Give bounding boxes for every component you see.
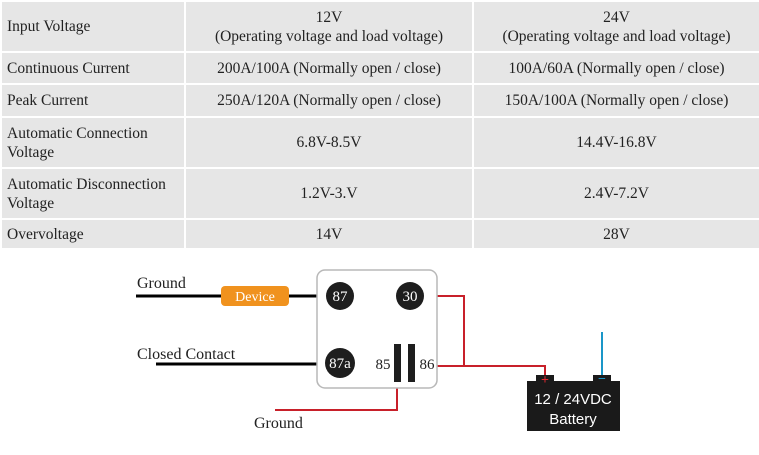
ground-top-label: Ground: [137, 275, 186, 292]
pin-87: [326, 282, 354, 310]
pin-30-label: 30: [403, 289, 418, 305]
cell-24v: 2.4V-7.2V: [472, 167, 759, 220]
device-label: Device: [235, 290, 275, 305]
spec-table: Input Voltage 12V(Operating voltage and …: [0, 0, 759, 250]
cell-24v: 100A/60A (Normally open / close): [472, 51, 759, 85]
coil-right: [408, 344, 415, 382]
ground-bottom-label: Ground: [254, 415, 303, 432]
pin-87a-label: 87a: [329, 356, 351, 372]
table-row: Input Voltage 12V(Operating voltage and …: [0, 0, 759, 53]
battery-plus-sign: +: [541, 373, 549, 388]
row-label: Overvoltage: [0, 218, 186, 250]
pin-85-label: 85: [376, 357, 391, 373]
cell-24v: 150A/100A (Normally open / close): [472, 83, 759, 118]
table-row: Peak Current 250A/120A (Normally open / …: [0, 83, 759, 118]
table-row: Continuous Current 200A/100A (Normally o…: [0, 51, 759, 85]
cell-12v: 14V: [184, 218, 474, 250]
cell-24v: 28V: [472, 218, 759, 250]
device-box: [221, 286, 289, 306]
cell-12v: 12V(Operating voltage and load voltage): [184, 0, 474, 53]
battery-box: [527, 381, 620, 431]
battery-minus-sign: −: [598, 372, 606, 387]
closed-contact-label: Closed Contact: [137, 346, 236, 363]
battery-label: Battery: [549, 411, 597, 428]
cell-24v: 24V(Operating voltage and load voltage): [472, 0, 759, 53]
battery-negative-terminal: [593, 375, 611, 382]
cell-12v: 6.8V-8.5V: [184, 116, 474, 169]
pin-30: [396, 282, 424, 310]
cell-12v: 250A/120A (Normally open / close): [184, 83, 474, 118]
row-label: Input Voltage: [0, 0, 186, 53]
cell-12v: 200A/100A (Normally open / close): [184, 51, 474, 85]
battery-voltage-label: 12 / 24VDC: [534, 391, 612, 408]
pin-87-label: 87: [333, 289, 349, 305]
pin85-ground-wire: [275, 388, 398, 411]
table-row: Overvoltage 14V 28V: [0, 218, 759, 250]
pin-86-label: 86: [420, 357, 436, 373]
battery-positive-terminal: [536, 375, 554, 382]
cell-12v: 1.2V-3.V: [184, 167, 474, 220]
cell-24v: 14.4V-16.8V: [472, 116, 759, 169]
row-label: Peak Current: [0, 83, 186, 118]
pin-87a: [325, 348, 355, 378]
coil-left: [394, 344, 401, 382]
row-label: Continuous Current: [0, 51, 186, 85]
